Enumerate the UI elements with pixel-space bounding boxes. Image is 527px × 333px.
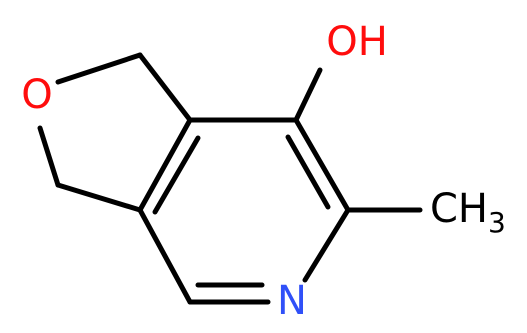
bond-ch2top-c3a <box>137 52 193 123</box>
bond-ch2bottom-c7a <box>55 182 143 213</box>
bond-c4-c5-inner <box>285 134 331 210</box>
methyl-main-label: CH <box>430 186 488 232</box>
hydroxyl-label: OH <box>326 19 388 65</box>
bond-c4-c5 <box>293 117 351 213</box>
bond-c5-n <box>302 207 351 283</box>
bonds <box>37 52 423 305</box>
bond-c4-oh <box>293 67 323 123</box>
atom-labels: O OH N CH3 <box>21 19 506 324</box>
bond-c7-c7a <box>137 207 193 305</box>
bond-c3a-c7a-inner <box>152 135 201 215</box>
methyl-subscript: 3 <box>488 206 506 239</box>
methyl-label: CH3 <box>430 186 506 239</box>
bond-c3a-c7a <box>137 117 193 213</box>
nitrogen-label: N <box>277 278 307 324</box>
oxygen-ring-label: O <box>21 72 52 118</box>
bond-ch2top-o <box>55 52 143 85</box>
bond-o-ch2bottom <box>37 125 61 188</box>
